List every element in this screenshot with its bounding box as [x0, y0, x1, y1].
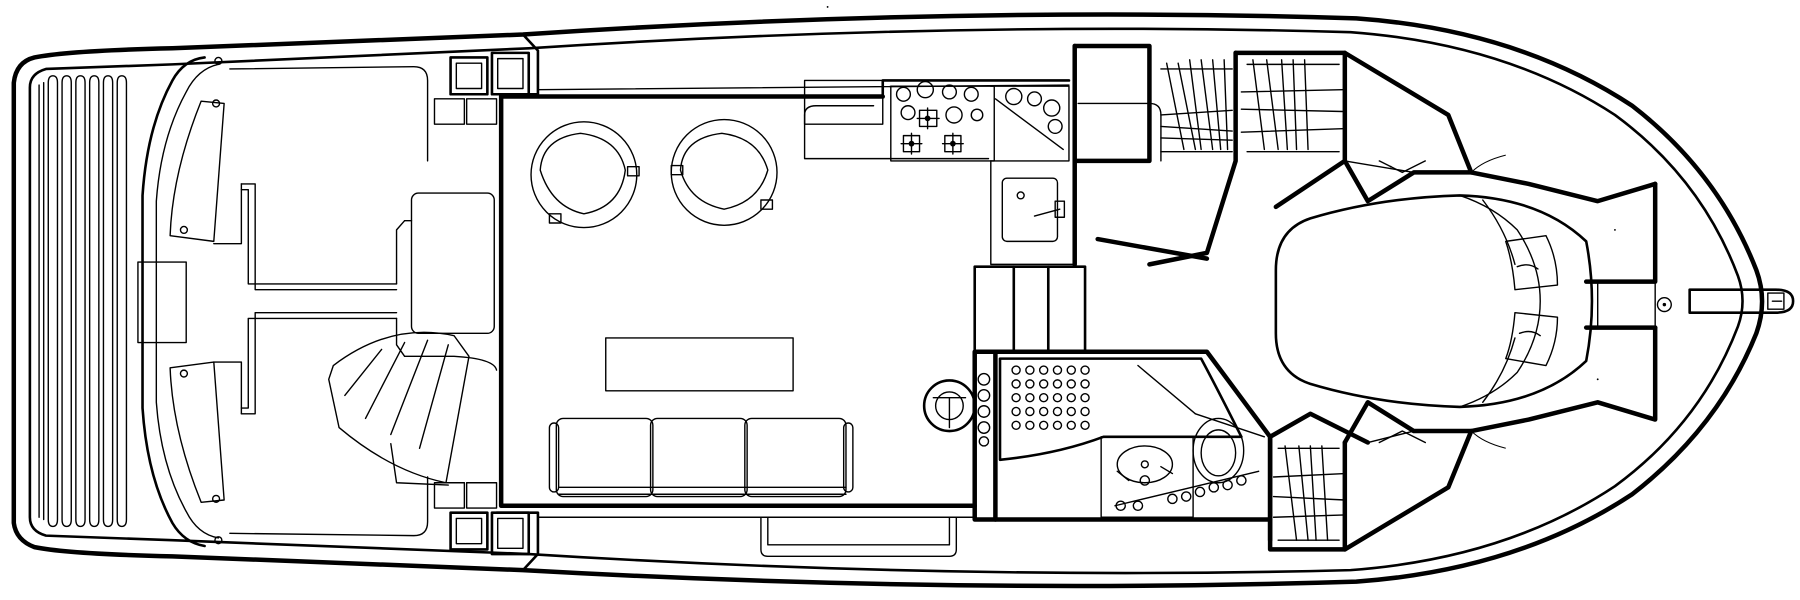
head-compartment: [995, 352, 1270, 541]
steering-wheel: [924, 380, 975, 431]
salon: [501, 85, 1069, 556]
galley: [805, 46, 1075, 264]
sofa: [549, 418, 852, 496]
hull-outline: [14, 15, 1762, 586]
specks: [826, 5, 1616, 381]
anchor-windlass-icon: [1657, 298, 1671, 312]
mid-stateroom: [1075, 46, 1236, 264]
galley-sink: [1002, 178, 1064, 241]
stove: [897, 82, 983, 159]
bow-pulpit: [1657, 290, 1793, 313]
v-berth: [1276, 195, 1592, 406]
swim-platform-grate: [39, 76, 126, 527]
side-deck-lockers: [434, 34, 537, 570]
helm: [924, 374, 990, 446]
cockpit: [138, 57, 497, 546]
coffee-table: [606, 338, 793, 391]
chair-port: [531, 122, 639, 228]
hanging-locker: [1161, 60, 1232, 152]
hanging-locker-fwd: [1241, 60, 1344, 540]
forward-stateroom: [1236, 53, 1656, 550]
head-sink: [1117, 446, 1172, 483]
shower-drain-grid: [1012, 366, 1089, 429]
chair-starboard: [671, 120, 777, 226]
